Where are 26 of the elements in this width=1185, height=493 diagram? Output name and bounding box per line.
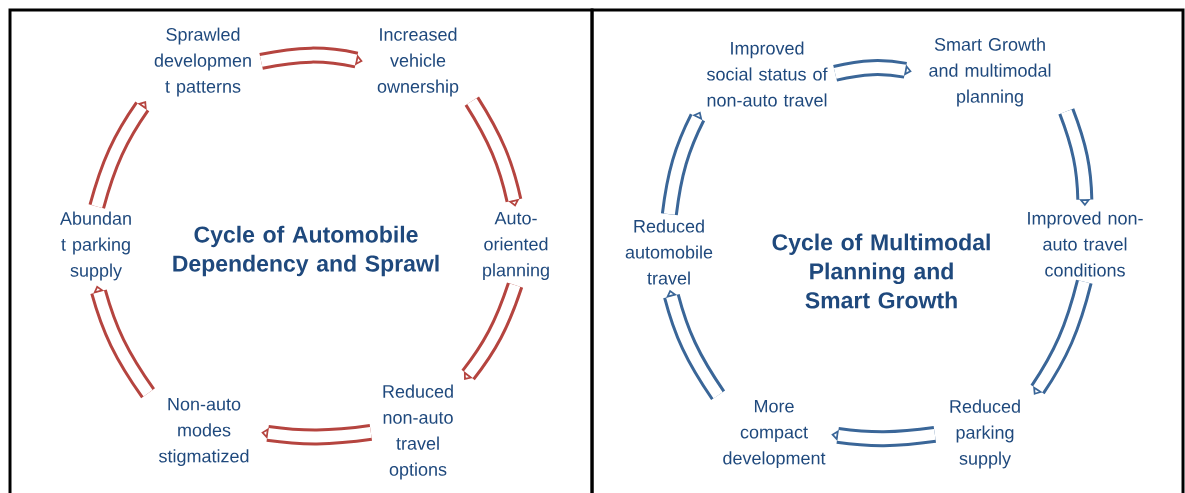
block-arrow (833, 59, 912, 82)
block-arrow (90, 285, 156, 399)
panel-box (8, 8, 594, 493)
block-arrow (88, 101, 150, 209)
cycle-step-text: More compact development (723, 399, 826, 469)
cycle-step-text: Non-auto modes stigmatized (159, 397, 249, 467)
cycle-step-text: Smart Growth and multimodal planning (929, 37, 1051, 107)
cycle-step-text: Auto- oriented planning (483, 211, 549, 281)
cycle-step-text: Abundan t parking supply (60, 211, 131, 281)
block-arrow (660, 111, 706, 216)
block-arrow (261, 424, 372, 446)
block-arrow (1030, 279, 1093, 395)
cycle-step-text: Reduced parking supply (950, 399, 1020, 469)
cycle-step-text: Sprawled developmen t patterns (154, 27, 251, 97)
block-arrow (831, 426, 936, 448)
block-arrow (461, 282, 524, 381)
cycle-step-text: Increased vehicle ownership (377, 27, 459, 97)
cycle-step-text: Reduced non-auto travel options (383, 384, 453, 480)
block-arrow (464, 96, 523, 207)
cycle-step-text: Reduced automobile travel (625, 219, 713, 285)
cycle-step-text: Improved non- auto travel conditions (1028, 211, 1143, 277)
cycle-step-text: Improved social status of non-auto travel (707, 41, 828, 107)
block-arrow (259, 46, 363, 70)
cycle-title: Cycle of Automobile Dependency and Sprawl (173, 225, 439, 277)
cycle-title: Cycle of Multimodal Planning and Smart Growth (772, 233, 990, 309)
panel-box (590, 8, 1185, 493)
